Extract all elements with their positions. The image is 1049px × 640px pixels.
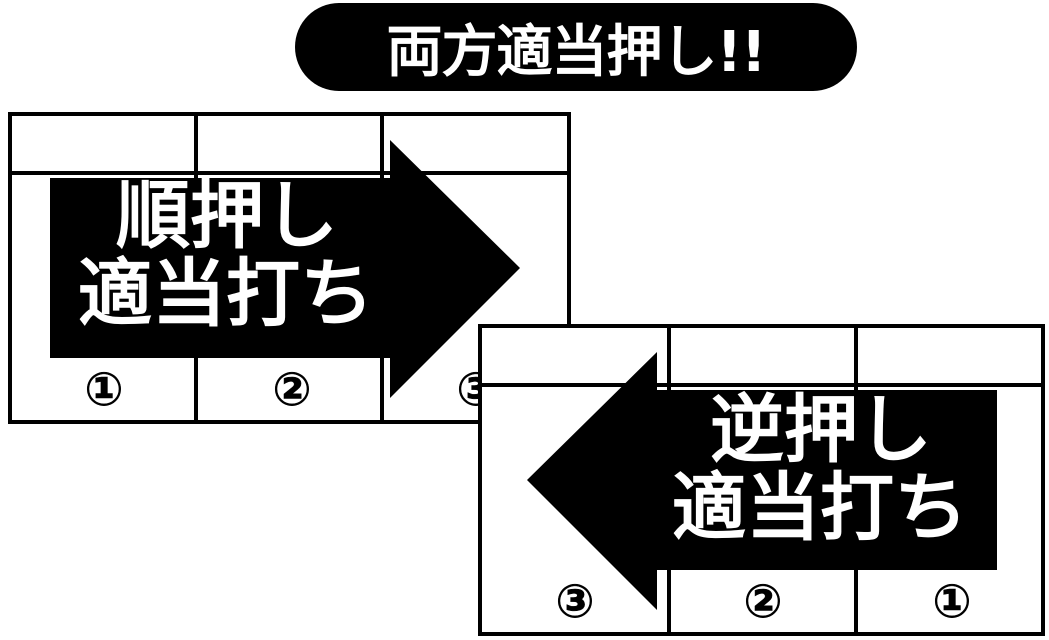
left-arrow-icon (527, 352, 997, 610)
left-reel-label-2: ② (272, 362, 312, 416)
reel-row-line (482, 383, 1041, 387)
title-banner: 両方適当押し!! (295, 3, 857, 91)
reel-row-line (12, 171, 567, 175)
right-reel-label-1: ① (932, 574, 972, 628)
right-arrow-icon (50, 140, 520, 398)
left-reel-label-1: ① (84, 362, 124, 416)
left-arrow-line1: 順押し (116, 173, 338, 259)
right-reel-label-2: ② (743, 574, 783, 628)
left-arrow-label: 順押し 適当打ち (78, 173, 408, 337)
title-text: 両方適当押し!! (386, 19, 766, 85)
right-arrow-label: 逆押し 適当打ち (672, 387, 1012, 551)
right-arrow-line1: 逆押し (710, 387, 932, 473)
right-reel-label-3: ③ (555, 574, 595, 628)
left-arrow-line2: 適当打ち (78, 250, 374, 337)
right-arrow-line2: 適当打ち (672, 464, 968, 551)
